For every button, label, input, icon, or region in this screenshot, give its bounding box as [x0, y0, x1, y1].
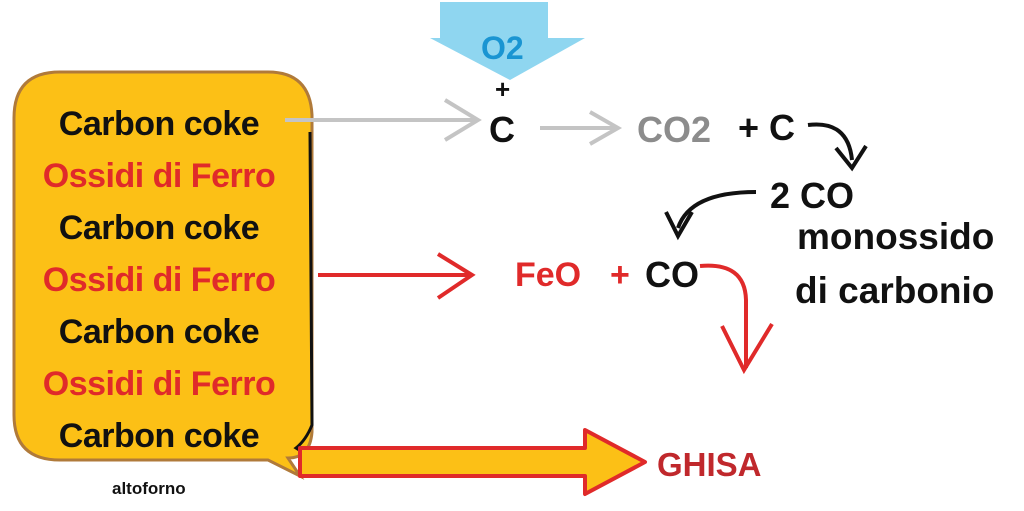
layer-oxide: Ossidi di Ferro [42, 261, 276, 299]
layer-oxide: Ossidi di Ferro [42, 365, 276, 403]
layer-coke: Carbon coke [58, 417, 260, 455]
oxygen-arrow [430, 2, 585, 80]
co2-label: CO2 [637, 109, 712, 150]
carbon-to-co2-arrow-head [589, 110, 623, 146]
oxygen-label: O2 [481, 30, 524, 66]
c-to-2co-arrow [807, 122, 854, 161]
ghisa-label: GHISA [657, 446, 762, 483]
ghisa-arrow [298, 428, 647, 496]
c-to-2co-arrow-head [834, 144, 868, 172]
layer-coke: Carbon coke [58, 209, 260, 247]
co-to-ghisa-arrow-head [720, 322, 774, 375]
plus-c-label: + C [738, 107, 796, 148]
oxygen-plus: + [495, 74, 511, 104]
feo-plus: + [610, 256, 630, 294]
2co-to-co-arrow-head [664, 210, 694, 241]
layer-coke: Carbon coke [58, 313, 260, 351]
furnace-box [12, 70, 314, 480]
coke-to-carbon-arrow-head [443, 98, 482, 142]
2co-to-co-arrow [676, 190, 757, 229]
co-label: CO [645, 254, 699, 295]
carbon-label: C [489, 109, 515, 150]
co-to-ghisa-arrow [699, 263, 748, 368]
furnace-caption: altoforno [112, 479, 186, 498]
co-name-line1: monossido [797, 216, 995, 257]
layer-oxide: Ossidi di Ferro [42, 157, 276, 195]
layer-coke: Carbon coke [58, 105, 260, 143]
furnace-layers: Carbon coke Ossidi di Ferro Carbon coke … [14, 98, 304, 462]
oxide-to-feo-arrow-head [436, 252, 476, 300]
co-name-line2: di carbonio [795, 270, 995, 311]
feo-label: FeO [515, 256, 582, 294]
two-co-label: 2 CO [770, 175, 855, 216]
furnace-inner-edge [293, 131, 314, 460]
